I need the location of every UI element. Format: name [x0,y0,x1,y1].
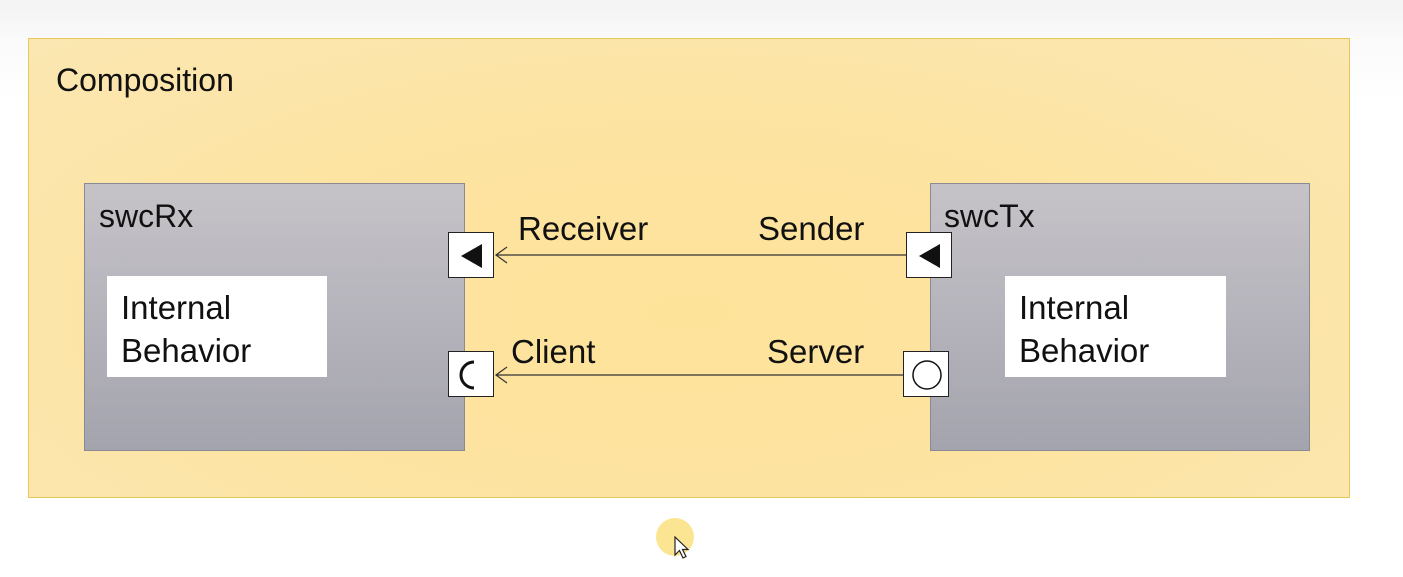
component-name-swc-rx: swcRx [99,198,194,234]
receiver-label: Receiver [518,210,649,247]
client-label: Client [511,333,596,370]
composition-title: Composition [56,62,234,98]
half-circle-icon [459,360,475,390]
triangle-left-icon [919,244,940,268]
client-server-connector [494,366,904,384]
cursor-highlight [656,518,694,559]
client-port[interactable] [448,351,494,397]
internal-behavior-tx: Internal Behavior [1005,276,1226,377]
circle-icon [912,360,942,390]
sender-label: Sender [758,210,865,247]
internal-behavior-rx-line1: Internal [121,289,232,326]
triangle-left-icon [461,244,482,268]
sender-receiver-connector [494,246,907,264]
server-label: Server [767,333,865,370]
internal-behavior-tx-line2: Behavior [1019,332,1150,369]
internal-behavior-tx-line1: Internal [1019,289,1130,326]
component-name-swc-tx: swcTx [944,198,1035,234]
internal-behavior-rx: Internal Behavior [107,276,327,377]
mouse-pointer-icon [674,536,690,559]
server-port[interactable] [903,351,949,397]
sender-port[interactable] [906,232,952,278]
receiver-port[interactable] [448,232,494,278]
internal-behavior-rx-line2: Behavior [121,332,252,369]
